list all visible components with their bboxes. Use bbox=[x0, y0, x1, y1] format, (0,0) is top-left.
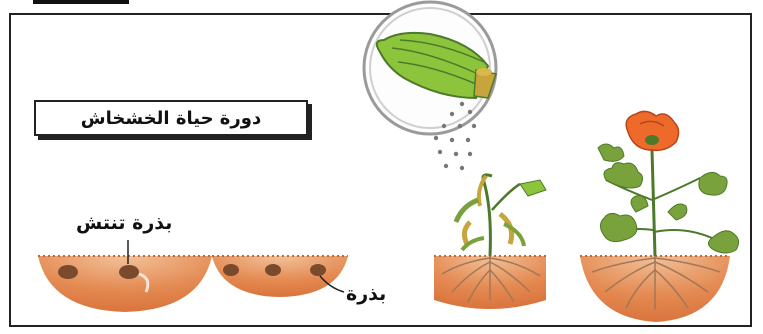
flowering-poppy bbox=[598, 111, 739, 256]
leaves bbox=[598, 144, 739, 253]
seed-pod-icon bbox=[520, 180, 546, 196]
poppy-flower-icon bbox=[626, 111, 678, 150]
label-seed: بذرة bbox=[346, 283, 386, 305]
soil-mound-germinating bbox=[38, 240, 212, 312]
germinating-seed-dot bbox=[119, 265, 139, 279]
seed-dot bbox=[58, 265, 78, 279]
soil-mound-seeds bbox=[212, 256, 348, 297]
magnifier-lens-icon bbox=[364, 2, 496, 170]
diagram-title: دورة حياة الخشخاش bbox=[34, 100, 308, 136]
soil-mound-wilted bbox=[434, 256, 546, 309]
label-germinating-seed: بذرة تنتش bbox=[76, 212, 172, 234]
seed-dot bbox=[265, 264, 281, 276]
seed-dot bbox=[223, 264, 239, 276]
wilted-plant bbox=[456, 175, 546, 256]
seed-dot bbox=[310, 264, 326, 276]
soil-mound-flowering bbox=[580, 256, 730, 322]
